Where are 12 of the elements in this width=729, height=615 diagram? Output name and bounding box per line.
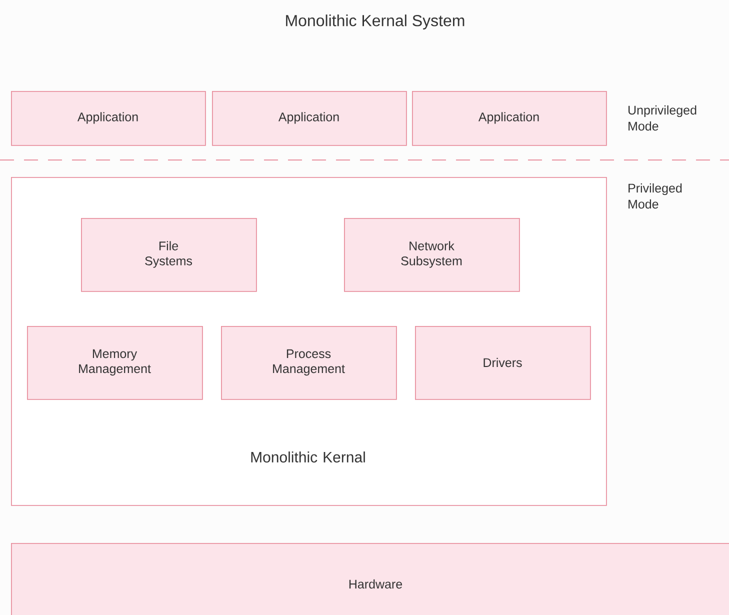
component-box: Process Management [221, 326, 397, 400]
layer-box: Application [412, 90, 607, 146]
component-box: Memory Management [27, 326, 203, 400]
component-box: File Systems [81, 218, 257, 292]
layer-box: Application [11, 90, 206, 146]
title: Monolithic Kernal System [286, 14, 464, 30]
mode-label: Unprivileged Mode [628, 105, 696, 131]
mode-label: Privileged Mode [628, 183, 682, 209]
layer-box: Application [212, 90, 407, 146]
layer-box: Hardware [11, 542, 729, 615]
component-box: Network Subsystem [344, 218, 520, 292]
component-box: Drivers [415, 326, 591, 400]
